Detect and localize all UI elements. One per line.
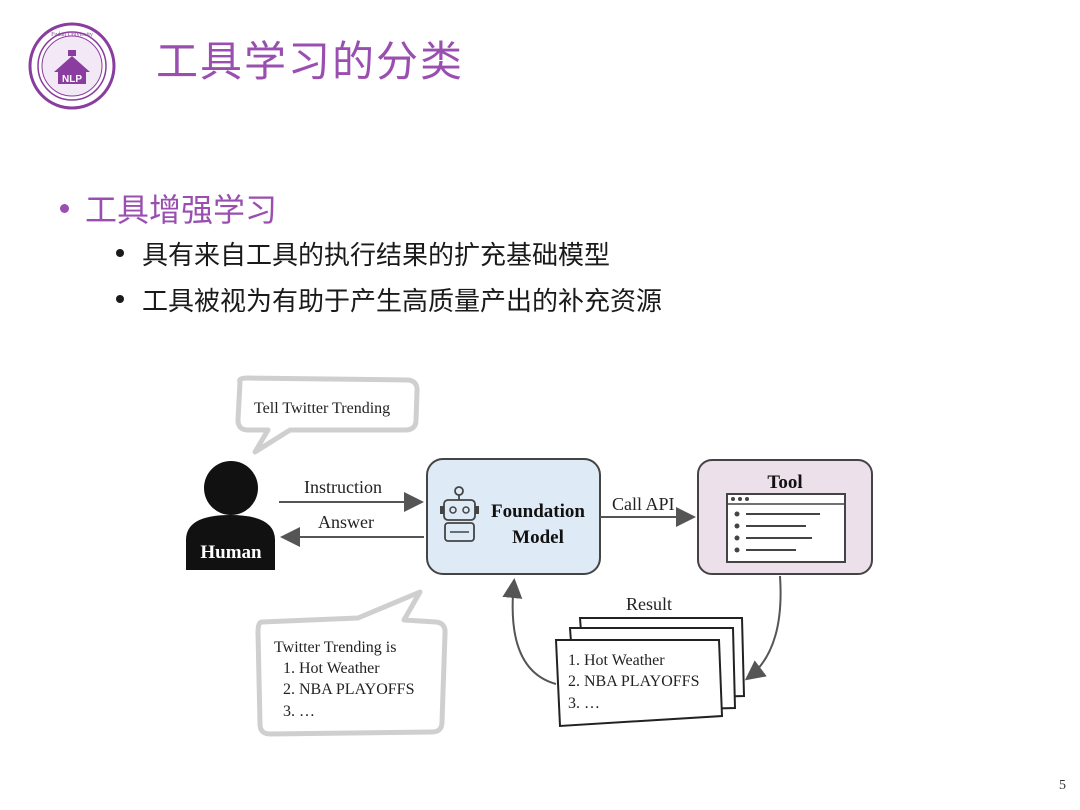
result-documents: Result 1. Hot Weather 2. NBA PLAYOFFS 3.… bbox=[554, 594, 746, 728]
university-seal-icon: NLP Fudan University bbox=[28, 22, 116, 110]
bullet-dot bbox=[116, 249, 124, 257]
result-item: 2. NBA PLAYOFFS bbox=[568, 673, 699, 690]
human-label: Human bbox=[200, 542, 262, 563]
call-api-label: Call API bbox=[612, 494, 675, 514]
result-item: 3. … bbox=[568, 695, 600, 712]
bullet-level2-item: 工具被视为有助于产生高质量产出的补充资源 bbox=[116, 276, 662, 322]
tool-label: Tool bbox=[767, 472, 802, 493]
model-label-line2: Model bbox=[512, 527, 564, 548]
result-label: Result bbox=[626, 594, 672, 614]
logo-text: NLP bbox=[62, 74, 82, 85]
bullet-level1-text: 工具增强学习 bbox=[85, 191, 278, 229]
bubble-top-text: Tell Twitter Trending bbox=[254, 400, 390, 417]
logo-ring-text: Fudan University bbox=[51, 32, 93, 38]
model-label-line1: Foundation bbox=[491, 501, 585, 522]
bullet-list: 工具增强学习 具有来自工具的执行结果的扩充基础模型 工具被视为有助于产生高质量产… bbox=[60, 186, 662, 322]
bubble-bottom-title: Twitter Trending is bbox=[274, 639, 396, 656]
bullet-dot bbox=[60, 203, 69, 213]
tool-box: Tool bbox=[697, 459, 873, 575]
bullet-level2-text: 具有来自工具的执行结果的扩充基础模型 bbox=[142, 240, 611, 271]
answer-label: Answer bbox=[318, 512, 374, 532]
bullet-level2-text: 工具被视为有助于产生高质量产出的补充资源 bbox=[142, 286, 663, 317]
foundation-model-box: Foundation Model bbox=[426, 458, 601, 575]
instruction-label: Instruction bbox=[304, 477, 382, 497]
result-item: 1. Hot Weather bbox=[568, 652, 665, 669]
bubble-bottom-item: 1. Hot Weather bbox=[283, 660, 380, 677]
speech-bubble-bottom: Twitter Trending is 1. Hot Weather 2. NB… bbox=[255, 589, 448, 737]
page-number: 5 bbox=[1059, 778, 1066, 793]
bullet-level2-item: 具有来自工具的执行结果的扩充基础模型 bbox=[116, 230, 662, 276]
bubble-bottom-item: 2. NBA PLAYOFFS bbox=[283, 681, 414, 698]
speech-bubble-top: Tell Twitter Trending bbox=[235, 375, 420, 455]
robot-icon bbox=[440, 486, 479, 542]
human-icon: Human bbox=[186, 461, 275, 570]
tool-window-icon bbox=[726, 493, 846, 563]
bullet-level1: 工具增强学习 bbox=[60, 186, 662, 230]
bubble-bottom-item: 3. … bbox=[283, 703, 315, 720]
bullet-dot bbox=[116, 295, 124, 303]
page-title: 工具学习的分类 bbox=[156, 37, 465, 86]
